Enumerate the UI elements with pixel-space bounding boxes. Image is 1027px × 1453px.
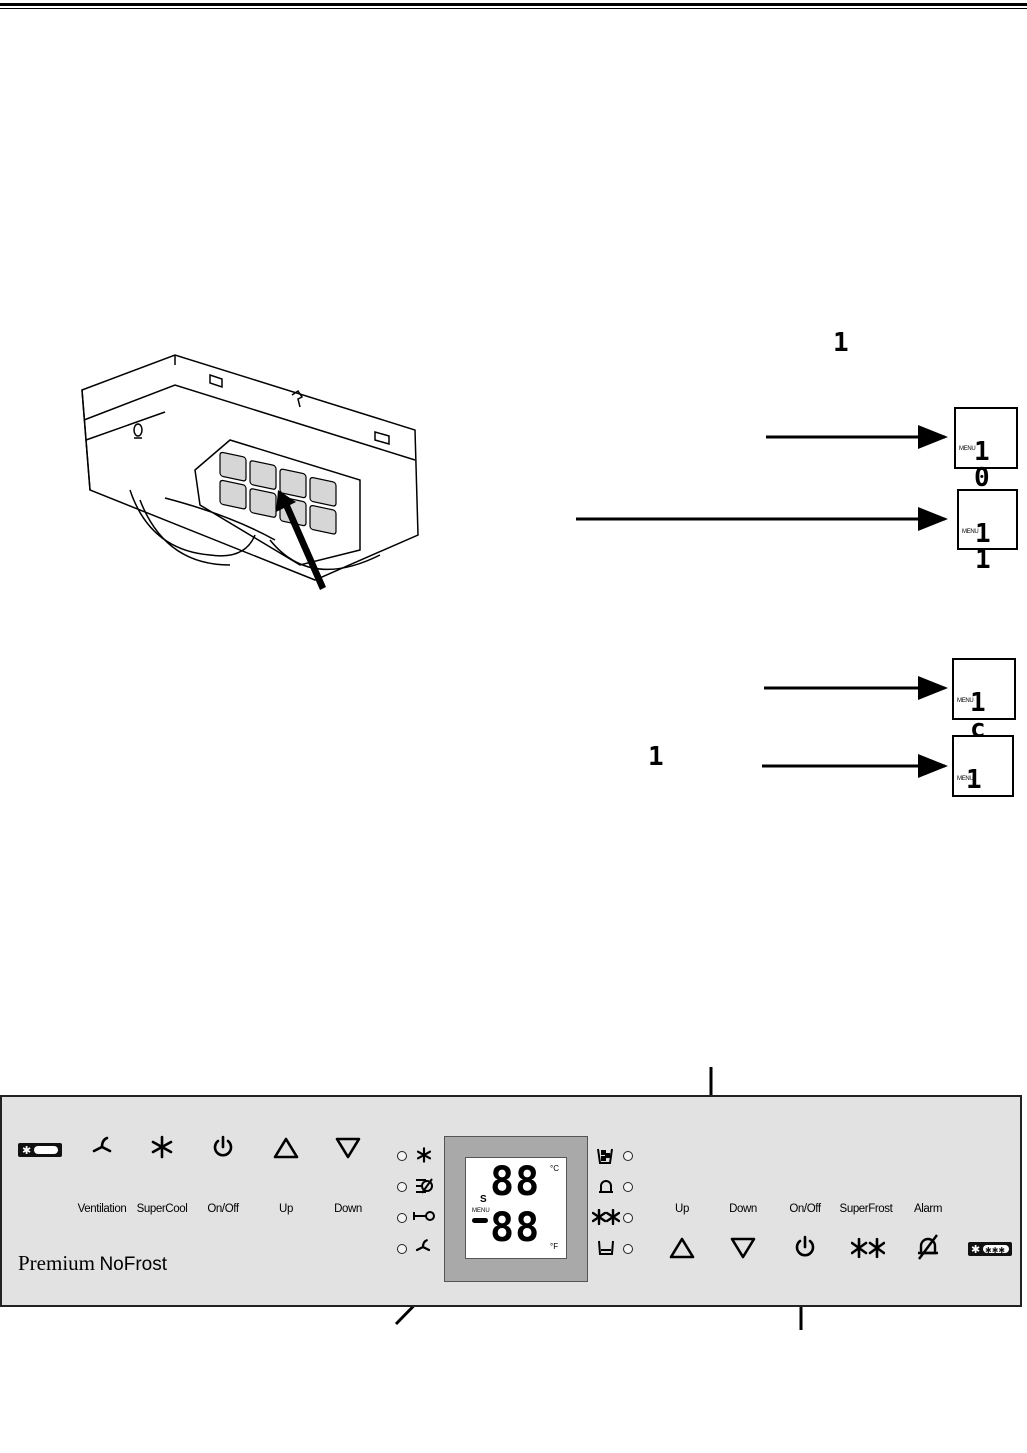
fridge-compartment-icon: ✱ <box>18 1143 62 1157</box>
alarm-mute-icon[interactable] <box>915 1234 941 1260</box>
alarm-label: Alarm <box>913 1203 943 1215</box>
top-rule-thin <box>0 8 1027 9</box>
power-icon[interactable] <box>793 1235 817 1259</box>
ice-maker-icon <box>596 1147 614 1165</box>
menu-label: MENU <box>472 1208 490 1214</box>
stray-glyph-1: 1 <box>833 328 849 358</box>
lcd-display-11: MENU 1 1 <box>957 489 1018 573</box>
key-lock-icon <box>412 1210 436 1222</box>
ice-maker-illustration <box>70 340 460 600</box>
on-off-label: On/Off <box>789 1203 821 1215</box>
display-value: 1 0 <box>974 437 996 493</box>
fahrenheit-unit: °F <box>550 1242 559 1251</box>
down-label: Down <box>729 1203 757 1215</box>
up-label: Up <box>279 1203 293 1215</box>
indicator-led-alarm-bell <box>623 1182 633 1192</box>
brand-nofrost: NoFrost <box>99 1254 168 1275</box>
indicator-led-ice-maker <box>623 1151 633 1161</box>
superfrost-icon <box>592 1209 620 1225</box>
supercool-icon <box>416 1147 432 1163</box>
bottom-temperature-digits: 88 <box>490 1205 541 1251</box>
lcd-display-1: MENU 1 <box>952 735 1014 797</box>
menu-label: MENU <box>957 776 974 782</box>
top-temperature-digits: 88 <box>490 1159 541 1205</box>
ventilation-icon[interactable] <box>90 1135 114 1159</box>
control-panel: ✱ Ventilation SuperCool On/Off Up Down P… <box>0 1095 1022 1307</box>
alarm-mute-icon <box>414 1177 434 1195</box>
indicator-led-ventilation <box>397 1244 407 1254</box>
display-value: 1 <box>966 765 988 795</box>
lcd-display-1c: MENU 1 c <box>952 658 1016 742</box>
up-triangle-icon[interactable] <box>273 1137 299 1159</box>
brand-premium: Premium <box>18 1251 95 1275</box>
main-display: 88 °C S MENU 88 °F <box>465 1157 567 1259</box>
supercool-icon[interactable] <box>150 1135 174 1159</box>
s-label: S <box>480 1194 487 1205</box>
svg-text:✱: ✱ <box>22 1144 31 1157</box>
superfrost-icon[interactable] <box>851 1238 885 1258</box>
down-label: Down <box>334 1203 362 1215</box>
alarm-bell-icon <box>597 1178 615 1196</box>
water-tray-icon <box>597 1239 615 1257</box>
superfrost-label: SuperFrost <box>839 1203 893 1215</box>
ventilation-icon <box>414 1238 432 1256</box>
indicator-led-superfrost <box>623 1213 633 1223</box>
indicator-led-supercool <box>397 1151 407 1161</box>
up-triangle-icon[interactable] <box>669 1237 695 1259</box>
power-icon[interactable] <box>211 1135 235 1159</box>
indicator-led-key-lock <box>397 1213 407 1223</box>
stray-glyph-2: 1 <box>648 742 664 772</box>
svg-text:✱: ✱ <box>971 1243 980 1256</box>
display-frame: 88 °C S MENU 88 °F <box>444 1136 588 1282</box>
top-rule-thick <box>0 3 1027 6</box>
down-triangle-icon[interactable] <box>335 1137 361 1159</box>
celsius-unit: °C <box>550 1164 559 1173</box>
menu-label: MENU <box>962 529 979 535</box>
down-triangle-icon[interactable] <box>730 1237 756 1259</box>
menu-label: MENU <box>957 698 974 704</box>
svg-text:✱✱✱: ✱✱✱ <box>985 1246 1005 1255</box>
freezer-compartment-icon: ✱ ✱✱✱ <box>968 1242 1012 1256</box>
indicator-led-water-tray <box>623 1244 633 1254</box>
on-off-label: On/Off <box>207 1203 239 1215</box>
ventilation-label: Ventilation <box>77 1203 127 1215</box>
indicator-led-alarm-mute <box>397 1182 407 1192</box>
supercool-label: SuperCool <box>136 1203 188 1215</box>
menu-pointer <box>472 1218 488 1223</box>
menu-label: MENU <box>959 446 976 452</box>
display-value: 1 1 <box>975 519 997 575</box>
up-label: Up <box>675 1203 689 1215</box>
brand-logo: Premium NoFrost <box>18 1251 167 1276</box>
lcd-display-10: MENU 1 0 <box>954 407 1018 491</box>
